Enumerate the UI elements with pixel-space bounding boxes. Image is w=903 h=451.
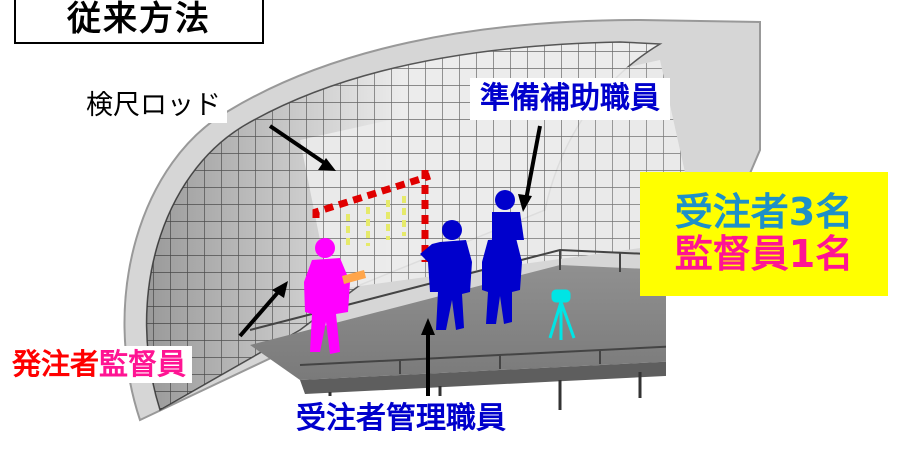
assistant-figure-front [482,218,522,324]
deck-edge [300,360,705,394]
staff-count-box: 受注者3名 監督員1名 [640,172,888,296]
title-text: 従来方法 [67,0,211,39]
assistant-staff-label: 準備補助職員 [470,78,670,120]
manager-figure [420,220,472,330]
survey-tripod [548,289,576,340]
contractor-count: 受注者3名 [674,190,854,235]
pointer-arrows [238,124,542,396]
supervisor-count: 監督員1名 [674,232,854,276]
client-label-prefix: 発注者 [12,347,100,381]
measuring-rod [312,170,432,262]
supervisor-label-suffix: 監督員 [99,347,187,381]
title-box: 従来方法 [14,0,264,44]
client-supervisor-label: 発注者監督員 [6,346,193,383]
measuring-rod-label: 検尺ロッド [80,88,227,123]
supervisor-figure [304,238,366,354]
blank-panel [666,296,766,422]
contractor-manager-label: 受注者管理職員 [272,396,520,446]
